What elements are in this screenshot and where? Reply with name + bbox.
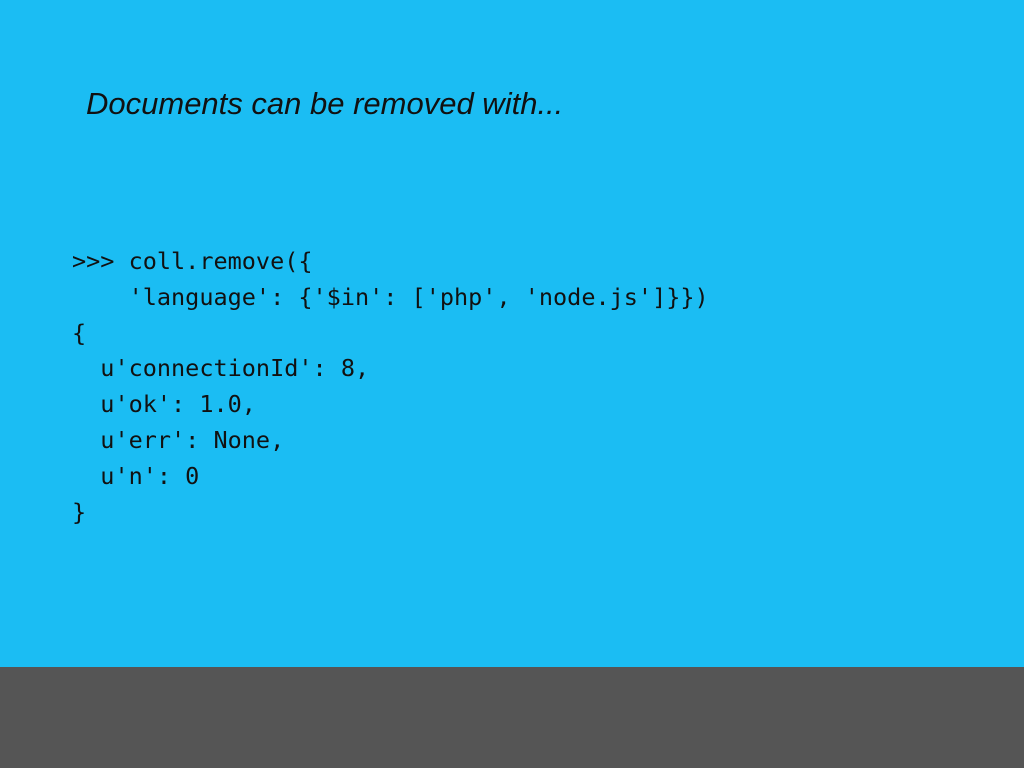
code-line: >>> coll.remove({ [72, 247, 313, 275]
code-line: } [72, 497, 87, 526]
code-line: u'n': 0 [72, 461, 200, 490]
code-line: u'ok': 1.0, [72, 390, 256, 419]
code-line: 'language': {'$in': ['php', 'node.js']}}… [72, 282, 709, 311]
code-line: u'connectionId': 8, [72, 354, 370, 383]
code-line: { [72, 318, 87, 347]
code-block: >>> coll.remove({ 'language': {'$in': ['… [72, 244, 709, 530]
slide-footer-bar [0, 667, 1024, 768]
slide-title: Documents can be removed with... [86, 86, 564, 121]
code-line: u'err': None, [72, 425, 285, 454]
slide-content-area: Documents can be removed with... >>> col… [0, 0, 1024, 667]
